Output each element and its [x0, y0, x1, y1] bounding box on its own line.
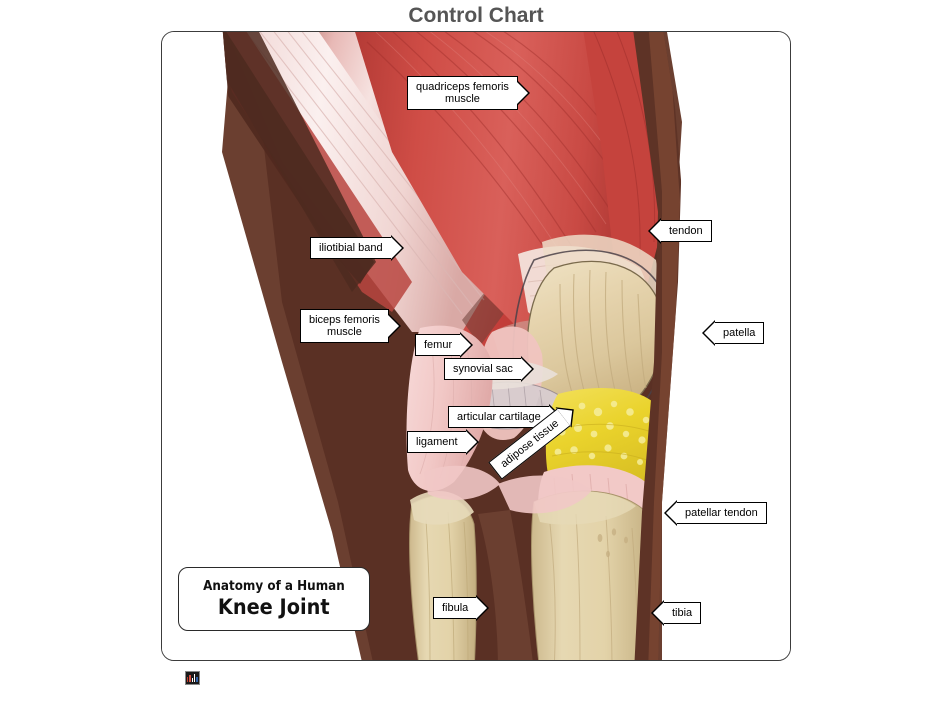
label-patella[interactable]: patella — [714, 322, 765, 344]
caption-title: Knee Joint — [218, 595, 330, 619]
label-femur[interactable]: femur — [415, 334, 462, 356]
label-biceps-femoris-muscle[interactable]: biceps femoris muscle — [300, 309, 389, 343]
label-line: patellar tendon — [685, 507, 758, 519]
caption-subtitle: Anatomy of a Human — [203, 579, 345, 594]
bar-chart-thumbnail-icon[interactable] — [185, 671, 200, 685]
label-line: iliotibial band — [319, 242, 383, 254]
thumbnail-bars — [187, 673, 199, 682]
label-line: tibia — [672, 607, 693, 619]
label-patellar-tendon[interactable]: patellar tendon — [676, 502, 767, 524]
label-line: biceps femoris — [309, 314, 380, 326]
page-title: Control Chart — [408, 4, 544, 27]
label-line: muscle — [327, 326, 362, 338]
figure-caption-box: Anatomy of a Human Knee Joint — [178, 567, 370, 631]
label-line: femur — [424, 339, 453, 351]
label-ligament[interactable]: ligament — [407, 431, 467, 453]
label-quadriceps-femoris-muscle[interactable]: quadriceps femoris muscle — [407, 76, 518, 110]
label-tendon[interactable]: tendon — [660, 220, 712, 242]
label-iliotibial-band[interactable]: iliotibial band — [310, 237, 392, 259]
label-articular-cartilage[interactable]: articular cartilage — [448, 406, 550, 428]
label-line: articular cartilage — [457, 411, 541, 423]
label-line: patella — [723, 327, 756, 339]
label-fibula[interactable]: fibula — [433, 597, 478, 619]
chart-panel: quadriceps femoris muscle tendon iliotib… — [161, 31, 791, 661]
label-line: ligament — [416, 436, 458, 448]
label-synovial-sac[interactable]: synovial sac — [444, 358, 522, 380]
label-tibia[interactable]: tibia — [663, 602, 702, 624]
label-line: quadriceps femoris — [416, 81, 509, 93]
label-line: muscle — [445, 93, 480, 105]
label-line: synovial sac — [453, 363, 513, 375]
label-line: fibula — [442, 602, 469, 614]
label-line: tendon — [669, 225, 703, 237]
knee-joint-illustration — [162, 32, 790, 660]
